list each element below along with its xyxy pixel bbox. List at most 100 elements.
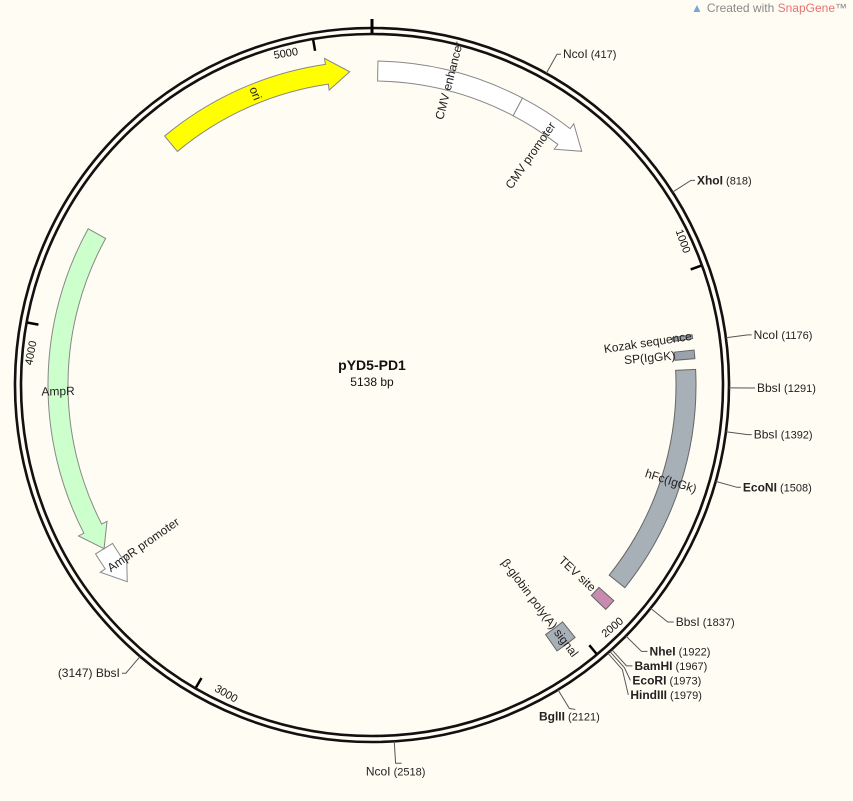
site-position: (1508) xyxy=(777,482,812,494)
feature-shape-ori xyxy=(163,57,351,153)
watermark-brand: SnapGene xyxy=(777,1,835,15)
site-label: NcoI (417) xyxy=(563,47,616,61)
site-ecori-1973: EcoRI (1973) xyxy=(609,650,701,687)
site-enzyme: NcoI xyxy=(366,764,391,778)
site-bbsi-3147: (3147) BbsI xyxy=(58,656,141,680)
tick-mark xyxy=(311,39,317,52)
site-leader-line xyxy=(609,650,631,681)
sites-layer: NcoI (417) XhoI (818) NcoI (1176) BbsI (129… xyxy=(58,47,816,778)
site-position: (417) xyxy=(588,49,617,61)
site-leader-line xyxy=(545,53,562,74)
feature-shape-globin-poly-a-signal xyxy=(544,621,576,652)
site-bamhi-1967: BamHI (1967) xyxy=(611,649,707,673)
site-enzyme: EcoRI xyxy=(632,673,666,687)
site-leader-line xyxy=(725,431,752,436)
site-label: BbsI (1837) xyxy=(676,615,735,629)
feature-shape-cmv-promoter xyxy=(512,97,583,152)
tick-label: 1000 xyxy=(673,228,693,255)
site-hindiii-1979: HindIII (1979) xyxy=(607,652,702,702)
feature-label-ori: ori xyxy=(247,85,265,103)
tick-label: 2000 xyxy=(600,615,626,640)
site-leader-line xyxy=(715,480,741,488)
site-bbsi-1291: BbsI (1291) xyxy=(728,381,816,395)
site-position: (1392) xyxy=(778,430,813,442)
site-position: (1979) xyxy=(667,690,702,702)
site-enzyme: XhoI xyxy=(697,173,723,187)
site-leader-line xyxy=(650,607,674,623)
feature-ampr: AmpR xyxy=(41,228,108,550)
site-leader-line xyxy=(611,649,633,667)
tick-label: 3000 xyxy=(212,683,239,706)
feature-shape-tev-site xyxy=(590,586,615,611)
site-xhoi-818: XhoI (818) xyxy=(672,173,752,193)
site-enzyme: BbsI xyxy=(96,666,120,680)
feature-tev-site: TEV site xyxy=(556,553,615,611)
site-enzyme: BglII xyxy=(539,710,565,724)
site-position: (1973) xyxy=(666,675,701,687)
tick-label: 5000 xyxy=(273,46,299,62)
feature-label-ampr-promoter: AmpR promoter xyxy=(105,515,182,575)
site-ncoi-1176: NcoI (1176) xyxy=(725,328,813,342)
site-leader-line xyxy=(607,652,629,696)
site-position: (3147) xyxy=(58,666,96,680)
site-enzyme: BbsI xyxy=(676,615,700,629)
site-leader-line xyxy=(557,689,576,710)
site-label: XhoI (818) xyxy=(697,173,752,187)
site-position: (818) xyxy=(723,175,752,187)
site-position: (2121) xyxy=(565,712,600,724)
tick-mark xyxy=(194,677,203,689)
site-position: (2518) xyxy=(391,766,426,778)
tick-mark xyxy=(588,644,598,655)
site-label: BglII (2121) xyxy=(539,710,600,724)
site-position: (1967) xyxy=(672,661,707,673)
backbone-inner-ring xyxy=(19,32,725,738)
site-label: (3147) BbsI xyxy=(58,666,120,680)
site-bglii-2121: BglII (2121) xyxy=(539,689,600,724)
tick-label: 4000 xyxy=(23,340,39,366)
feature-ampr-promoter: AmpR promoter xyxy=(94,515,182,583)
plasmid-length: 5138 bp xyxy=(350,375,394,389)
site-label: NcoI (1176) xyxy=(754,328,813,342)
site-bbsi-1392: BbsI (1392) xyxy=(725,428,813,442)
feature-label-cmv-promoter: CMV promoter xyxy=(502,119,558,191)
snapgene-logo-icon: ▲ xyxy=(691,1,703,15)
site-leader-line xyxy=(393,741,402,764)
watermark-prefix: Created with xyxy=(706,1,778,15)
site-label: BbsI (1291) xyxy=(757,381,816,395)
feature-sp-iggk: SP(IgGK) xyxy=(623,348,696,367)
site-position: (1291) xyxy=(781,383,816,395)
feature-label-sp-iggk: SP(IgGK) xyxy=(623,348,675,367)
site-label: HindIII (1979) xyxy=(630,688,702,702)
site-label: EcoRI (1973) xyxy=(632,673,701,687)
feature-ori: ori xyxy=(163,57,351,153)
site-leader-line xyxy=(725,334,752,339)
tick-mark xyxy=(27,321,39,326)
site-enzyme: HindIII xyxy=(630,688,667,702)
site-label: NheI (1922) xyxy=(650,644,711,658)
watermark-suffix: ™ xyxy=(835,1,847,15)
feature-shape-ampr xyxy=(47,228,108,550)
snapgene-watermark: ▲Created with SnapGene™ xyxy=(691,1,847,15)
site-enzyme: BamHI xyxy=(634,659,672,673)
site-label: NcoI (2518) xyxy=(366,764,426,778)
tick-4000: 4000 xyxy=(23,321,39,366)
site-position: (1922) xyxy=(676,646,711,658)
tick-5000: 5000 xyxy=(273,39,317,62)
tick-mark xyxy=(690,264,702,271)
site-ncoi-417: NcoI (417) xyxy=(545,47,616,74)
site-ncoi-2518: NcoI (2518) xyxy=(366,741,426,778)
feature-shape-sp-iggk xyxy=(673,349,696,361)
site-enzyme: BbsI xyxy=(757,381,781,395)
feature-shape-hfc-iggk xyxy=(608,368,697,589)
site-label: EcoNI (1508) xyxy=(743,480,812,494)
site-econi-1508: EcoNI (1508) xyxy=(715,480,812,494)
site-leader-line xyxy=(121,656,141,674)
site-bbsi-1837: BbsI (1837) xyxy=(650,607,735,629)
feature-shape-kozak-sequence xyxy=(671,334,694,343)
site-enzyme: EcoNI xyxy=(743,480,777,494)
site-position: (1837) xyxy=(700,617,735,629)
site-nhei-1922: NheI (1922) xyxy=(625,635,711,658)
site-leader-line xyxy=(625,635,648,652)
